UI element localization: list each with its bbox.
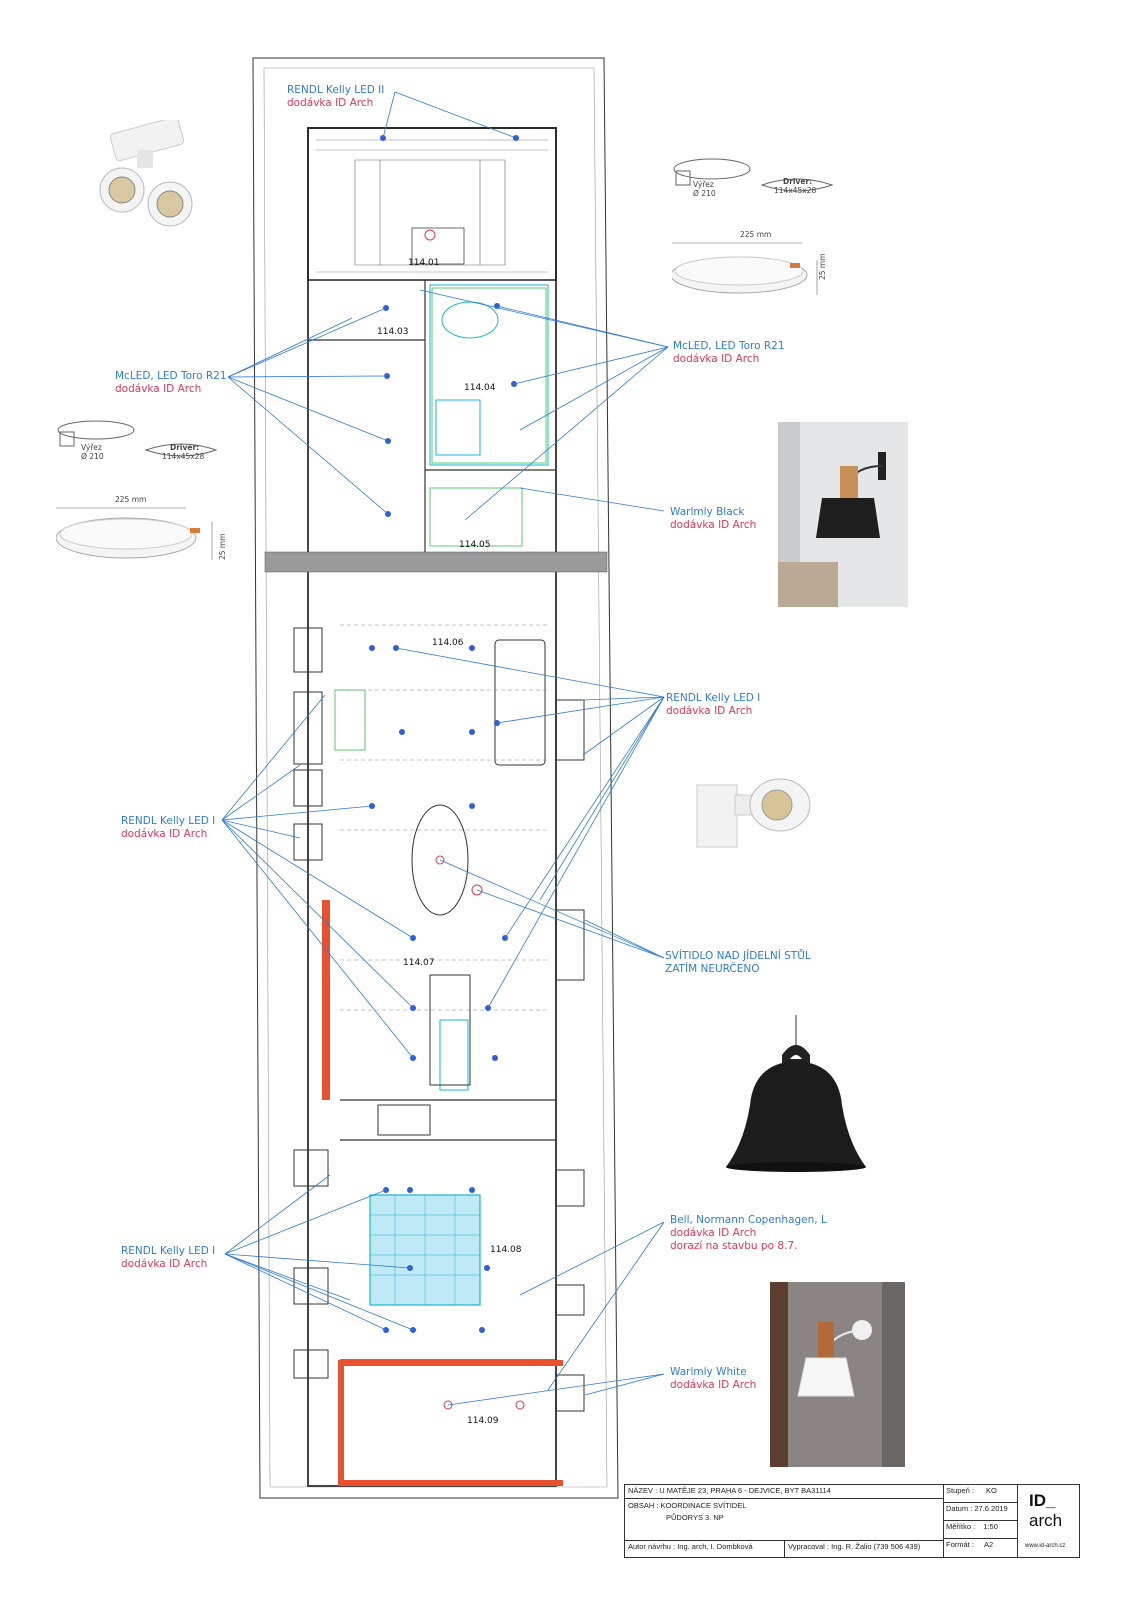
label-toro-right: McLED, LED Toro R21 dodávka ID Arch	[673, 340, 785, 365]
id-arch-logo: ID_	[1029, 1491, 1056, 1510]
label-warlmly-black: Warlmly Black dodávka ID Arch	[670, 506, 757, 531]
title-autor: Autor návrhu : Ing. arch. I. Dombková	[625, 1541, 785, 1557]
label-kelly-left-1: RENDL Kelly LED I dodávka ID Arch	[121, 815, 216, 840]
title-meritko: Měřítko : 1:50	[943, 1521, 1017, 1539]
label-warlmly-white: Warlmly White dodávka ID Arch	[670, 1366, 757, 1391]
vyrez-label: Výřez	[693, 180, 714, 189]
toro-left-diagram	[56, 420, 218, 560]
width-label: 225 mm	[740, 230, 772, 239]
title-nazev: NÁZEV : U MATĚJE 23, PRAHA 6 - DEJVICE, …	[625, 1485, 943, 1499]
label-kelly-left-2: RENDL Kelly LED I dodávka ID Arch	[121, 1245, 216, 1270]
warlmly-black-image	[778, 422, 908, 607]
label-kelly-right: RENDL Kelly LED I dodávka ID Arch	[666, 692, 761, 717]
bell-pendant-image	[726, 1015, 866, 1172]
room-number: 114.05	[459, 540, 491, 550]
vyrez-label: Výřez	[81, 443, 102, 452]
warlmly-white-image	[770, 1282, 905, 1467]
driver-size: 114x45x28	[162, 452, 205, 461]
title-obsah: OBSAH : KOORDINACE SVÍTIDEL PŮDORYS 3. N…	[625, 1499, 943, 1541]
kelly-led-1-image	[696, 778, 811, 848]
title-stupen: Stupeň : KO	[943, 1485, 1017, 1503]
diameter-label: Ø 210	[81, 452, 104, 461]
height-label: 25 mm	[818, 253, 827, 280]
label-kelly-led-2: RENDL Kelly LED II dodávka ID Arch	[287, 84, 385, 109]
driver-size: 114x45x28	[774, 186, 817, 195]
room-number: 114.03	[377, 327, 409, 337]
diameter-label: Ø 210	[693, 189, 716, 198]
website: www.id-arch.cz	[1025, 1543, 1066, 1549]
id-arch-logo-text: arch	[1029, 1511, 1063, 1530]
title-vypracoval: Vypracoval : Ing. R. Žalio (739 506 439)	[788, 1542, 921, 1551]
title-datum: Datum : 27.6.2019	[943, 1503, 1017, 1521]
title-format: Formát : A2	[946, 1540, 994, 1549]
width-label: 225 mm	[115, 495, 147, 504]
room-number: 114.01	[408, 258, 440, 268]
label-svitidlo: SVÍTIDLO NAD JÍDELNÍ STŮL ZATÍM NEURČENO	[665, 950, 811, 975]
title-block: NÁZEV : U MATĚJE 23, PRAHA 6 - DEJVICE, …	[624, 1484, 1080, 1558]
toro-right-diagram	[672, 158, 834, 295]
kelly-led-2-image	[99, 120, 193, 227]
label-toro-left: McLED, LED Toro R21 dodávka ID Arch	[115, 370, 227, 395]
room-number: 114.09	[467, 1416, 499, 1426]
room-number: 114.08	[490, 1245, 522, 1255]
room-number: 114.04	[464, 383, 496, 393]
height-label: 25 mm	[218, 533, 227, 560]
label-bell: Bell, Normann Copenhagen, L dodávka ID A…	[670, 1214, 827, 1252]
driver-label: Driver:	[170, 443, 200, 452]
room-number: 114.06	[432, 638, 464, 648]
driver-label: Driver:	[783, 177, 813, 186]
room-number: 114.07	[403, 958, 435, 968]
